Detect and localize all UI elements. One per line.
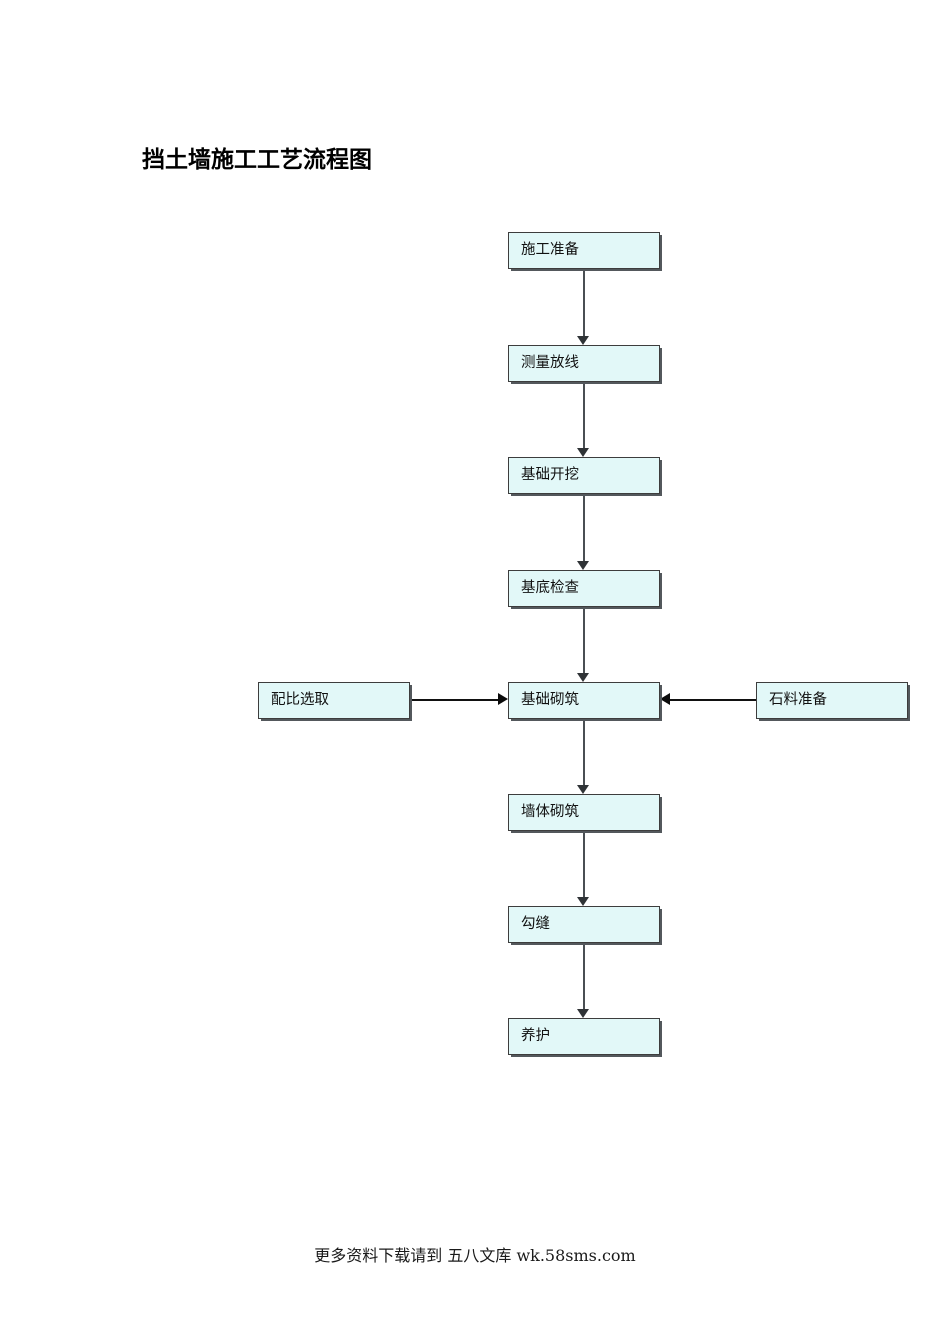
flow-node-label: 基础开挖 xyxy=(521,467,579,484)
flow-node-pointing[interactable]: 勾缝 xyxy=(508,906,660,943)
flow-node-foundation-masonry[interactable]: 基础砌筑 xyxy=(508,682,660,719)
arrowhead-down-inspection xyxy=(577,561,589,570)
connector-line-excavation-to-inspection xyxy=(583,494,585,561)
flow-node-construction-preparation[interactable]: 施工准备 xyxy=(508,232,660,269)
connector-line-pointing-to-curing xyxy=(583,943,585,1009)
arrowhead-down-pointing xyxy=(577,897,589,906)
flow-node-label: 测量放线 xyxy=(521,355,579,372)
arrowhead-left-foundation-masonry xyxy=(660,693,670,705)
flow-node-foundation-excavation[interactable]: 基础开挖 xyxy=(508,457,660,494)
flow-node-curing[interactable]: 养护 xyxy=(508,1018,660,1055)
connector-line-survey-to-excavation xyxy=(583,382,585,448)
arrowhead-down-wall-masonry xyxy=(577,785,589,794)
connector-line-inspection-to-foundation-masonry xyxy=(583,607,585,673)
page-title: 挡土墙施工工艺流程图 xyxy=(142,147,372,173)
flow-node-wall-masonry[interactable]: 墙体砌筑 xyxy=(508,794,660,831)
connector-line-stone-prep-to-foundation xyxy=(670,699,756,701)
arrowhead-down-survey xyxy=(577,336,589,345)
flow-node-label: 施工准备 xyxy=(521,242,579,259)
connector-line-mix-ratio-to-foundation xyxy=(411,699,498,701)
arrowhead-down-curing xyxy=(577,1009,589,1018)
flow-node-label: 墙体砌筑 xyxy=(521,804,579,821)
flow-node-label: 基础砌筑 xyxy=(521,692,579,709)
flow-node-label: 养护 xyxy=(521,1028,550,1045)
connector-line-wall-masonry-to-pointing xyxy=(583,831,585,897)
footer-watermark: 更多资料下载请到 五八文库 wk.58sms.com xyxy=(314,1246,636,1265)
arrowhead-right-foundation-masonry xyxy=(498,693,508,705)
flow-node-label: 石料准备 xyxy=(769,692,827,709)
flow-node-stone-material-preparation[interactable]: 石料准备 xyxy=(756,682,908,719)
flow-node-survey-setting-out[interactable]: 测量放线 xyxy=(508,345,660,382)
flow-node-base-inspection[interactable]: 基底检查 xyxy=(508,570,660,607)
arrowhead-down-foundation-masonry xyxy=(577,673,589,682)
connector-line-foundation-to-wall-masonry xyxy=(583,719,585,785)
flow-node-label: 基底检查 xyxy=(521,580,579,597)
flow-node-label: 勾缝 xyxy=(521,916,550,933)
flow-node-label: 配比选取 xyxy=(271,692,329,709)
connector-line-prep-to-survey xyxy=(583,269,585,336)
arrowhead-down-excavation xyxy=(577,448,589,457)
flow-node-mix-ratio-selection[interactable]: 配比选取 xyxy=(258,682,410,719)
